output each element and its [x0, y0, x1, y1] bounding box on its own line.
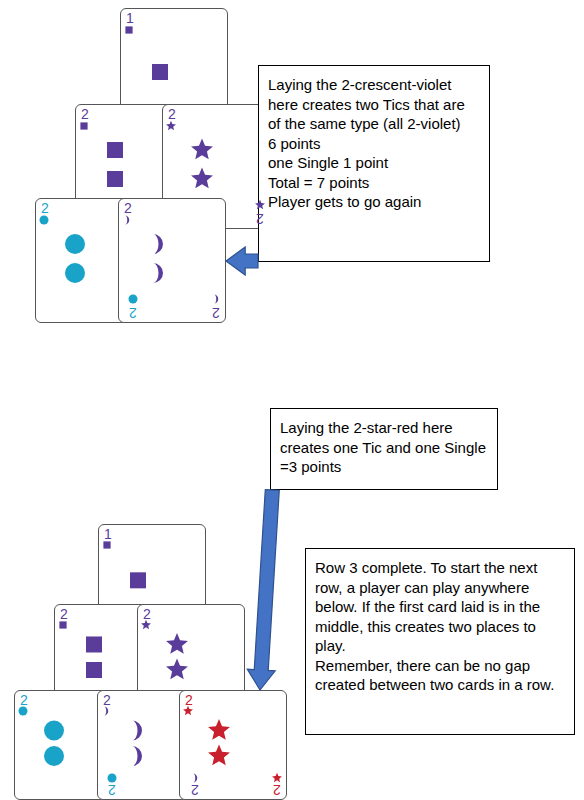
- card-symbols: [162, 104, 270, 229]
- suit-symbol: [86, 662, 102, 678]
- card-number: 2: [41, 201, 49, 215]
- suit-symbol: [208, 745, 230, 766]
- card-number: 2: [129, 306, 137, 320]
- card-number: 2: [168, 107, 176, 121]
- card-number: 2: [256, 212, 264, 226]
- block-arrow: [247, 490, 279, 690]
- suit-symbol: [166, 121, 176, 130]
- card-number: 1: [126, 11, 134, 25]
- suit-symbol: [129, 295, 138, 304]
- callout-text: Remember, there can be no gap created be…: [315, 656, 565, 695]
- callout-text: Player gets to go again: [268, 192, 480, 212]
- suit-symbol: [86, 636, 102, 652]
- suit-symbol: [132, 720, 142, 740]
- suit-symbol: [107, 171, 123, 187]
- suit-symbol: [80, 122, 87, 129]
- suit-symbol: [44, 746, 64, 766]
- card-number: 1: [104, 527, 112, 541]
- suit-symbol: [59, 621, 66, 628]
- card-number: 2: [191, 783, 199, 797]
- game-card: 1: [98, 524, 206, 634]
- suit-symbol: [166, 633, 188, 654]
- suit-symbol: [183, 706, 193, 715]
- suit-symbol: [65, 263, 85, 283]
- card-number: 2: [103, 693, 111, 707]
- suit-symbol: [65, 234, 85, 254]
- game-card: 22: [118, 198, 226, 323]
- card-number: 2: [185, 693, 193, 707]
- card-symbols: [118, 198, 226, 323]
- suit-symbol: [40, 216, 49, 225]
- card-number: 2: [81, 107, 89, 121]
- callout-text: Total = 7 points: [268, 173, 480, 193]
- suit-symbol: [153, 263, 163, 283]
- callout-text: one Single 1 point: [268, 153, 480, 173]
- block-arrow: [226, 247, 258, 275]
- suit-symbol: [191, 168, 213, 189]
- card-number: 2: [273, 783, 281, 797]
- callout-text: 6 points: [268, 134, 480, 154]
- suit-symbol: [166, 659, 188, 680]
- callout-text: Row 3 complete. To start the next row, a…: [315, 558, 565, 656]
- suit-symbol: [107, 142, 123, 158]
- card-number: 2: [212, 306, 220, 320]
- suit-symbol: [19, 707, 28, 716]
- suit-symbol: [141, 620, 151, 629]
- card-number: 2: [124, 201, 132, 215]
- suit-symbol: [214, 295, 219, 304]
- card-symbols: [98, 524, 206, 634]
- suit-symbol: [125, 26, 132, 33]
- card-number: 2: [20, 693, 28, 707]
- card-number: 2: [60, 607, 68, 621]
- suit-symbol: [130, 572, 146, 588]
- suit-symbol: [104, 707, 108, 716]
- callout-box: Row 3 complete. To start the next row, a…: [305, 548, 575, 735]
- suit-symbol: [103, 541, 110, 548]
- callout-box: Laying the 2-crescent-violet here create…: [258, 65, 490, 262]
- card-number: 2: [108, 783, 116, 797]
- suit-symbol: [108, 774, 117, 783]
- suit-symbol: [152, 64, 168, 80]
- game-card: 22: [162, 104, 270, 229]
- callout-text: Laying the 2-star-red here creates one T…: [280, 418, 488, 477]
- card-number: 2: [143, 607, 151, 621]
- suit-symbol: [44, 720, 64, 740]
- suit-symbol: [272, 773, 282, 782]
- suit-symbol: [125, 216, 130, 225]
- suit-symbol: [132, 746, 142, 766]
- suit-symbol: [208, 719, 230, 740]
- suit-symbol: [191, 139, 213, 160]
- callout-text: Laying the 2-crescent-violet here create…: [268, 75, 480, 134]
- suit-symbol: [153, 234, 163, 254]
- callout-box: Laying the 2-star-red here creates one T…: [270, 408, 498, 490]
